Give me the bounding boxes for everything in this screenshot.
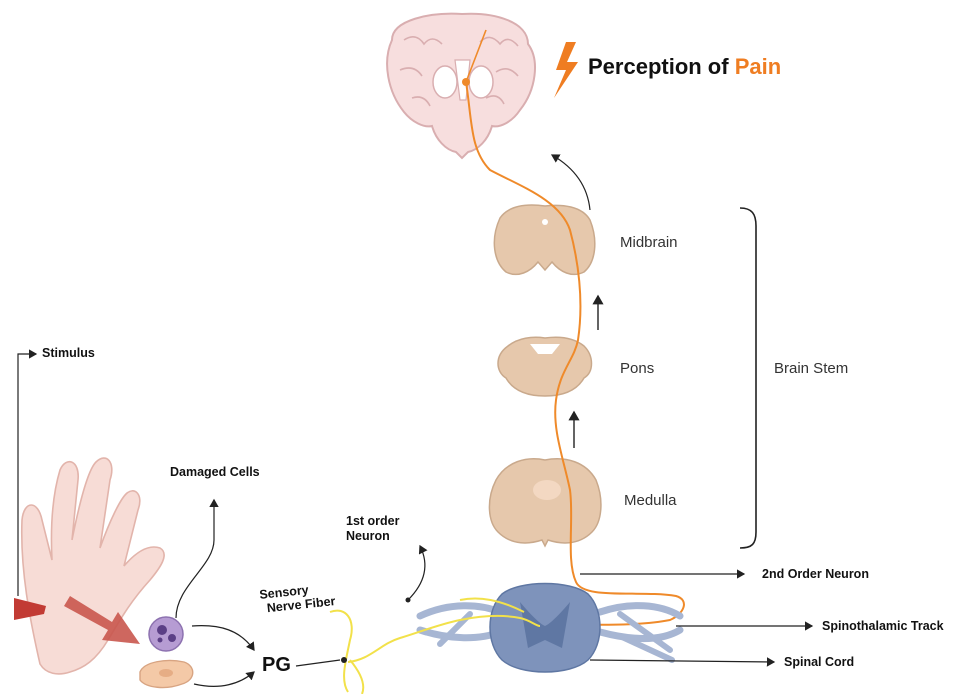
page-title: Perception of Pain	[588, 54, 781, 80]
stimulus-label: Stimulus	[42, 346, 95, 360]
medulla-label: Medulla	[624, 492, 677, 509]
pons-shape	[498, 337, 592, 396]
damaged-cells-label: Damaged Cells	[170, 465, 260, 479]
cell-to-pg-arrow-2	[194, 672, 254, 686]
brain-icon	[387, 14, 535, 158]
title-accent: Pain	[735, 54, 781, 79]
first-order-connector	[408, 546, 425, 600]
damaged-cells-connector	[176, 500, 214, 618]
hand-icon	[22, 458, 164, 674]
ascending-arrow	[552, 155, 590, 210]
cell-to-pg-arrow-1	[192, 626, 254, 650]
spinal-cord-label: Spinal Cord	[784, 655, 854, 669]
lightning-bolt-icon	[554, 42, 578, 98]
pg-to-fiber-arrow	[296, 660, 340, 666]
spinal-cord-shape	[420, 584, 680, 673]
pg-label: PG	[262, 654, 291, 677]
spinothalamic-track-label: Spinothalamic Track	[822, 619, 944, 633]
midbrain-shape	[494, 205, 594, 274]
first-order-neuron-label: 1st order Neuron	[346, 514, 400, 544]
damaged-cell-icon	[149, 617, 183, 651]
pons-label: Pons	[620, 360, 654, 377]
medulla-shape	[489, 459, 601, 546]
brain-stem-label: Brain Stem	[774, 360, 848, 377]
second-order-neuron-label: 2nd Order Neuron	[762, 567, 869, 581]
brainstem-bracket	[740, 208, 756, 548]
spinal-cord-connector	[590, 660, 774, 662]
midbrain-label: Midbrain	[620, 234, 678, 251]
